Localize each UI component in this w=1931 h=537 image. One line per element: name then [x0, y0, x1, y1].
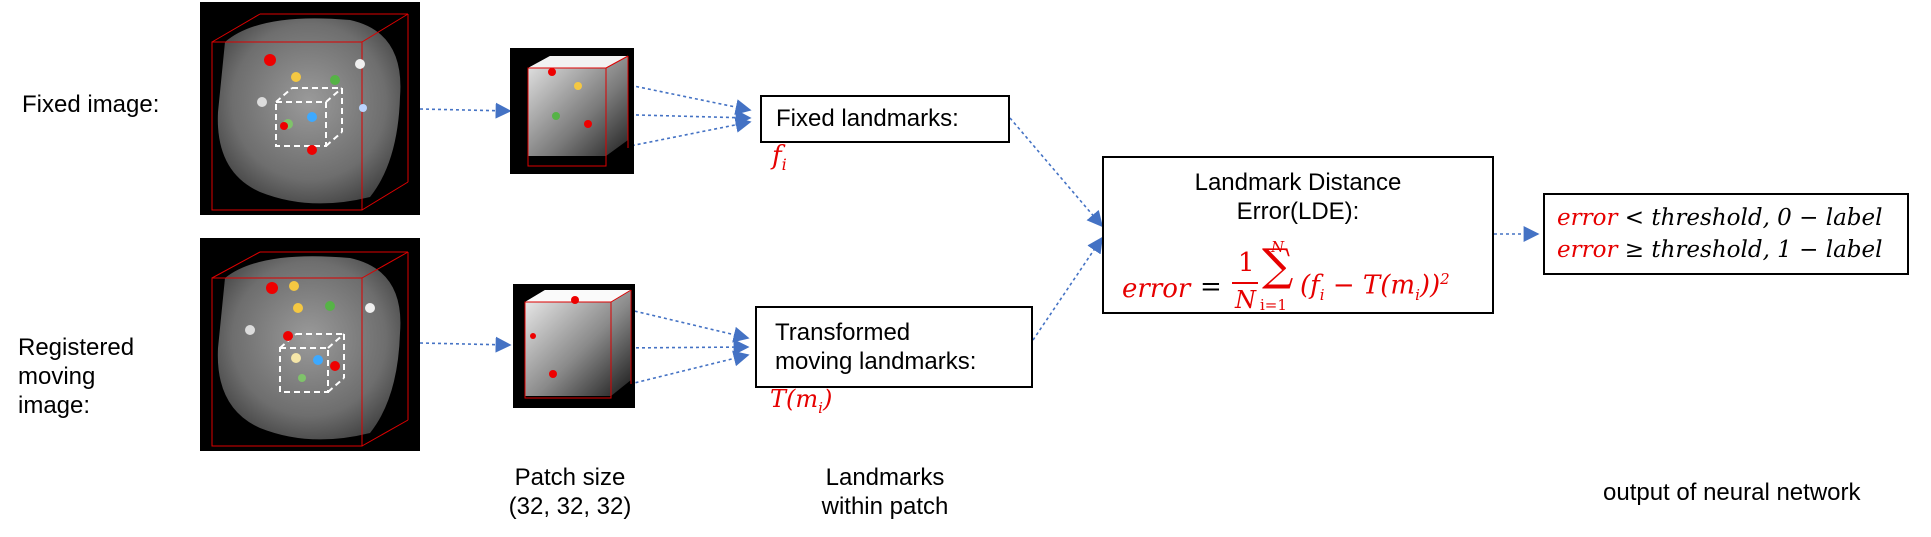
landmarks-line1: Landmarks: [825, 464, 945, 491]
sum-sign: ∑: [1262, 240, 1294, 291]
registered-line2: moving: [18, 363, 96, 390]
landmarks-within-label: Landmarks within patch: [790, 463, 980, 521]
moving-ct-volume-icon: [200, 238, 420, 451]
output-label: output of neural network: [1603, 479, 1861, 506]
fixed-landmarks-text: Fixed landmarks:: [776, 105, 959, 132]
arrow-moving-to-patch: [419, 336, 512, 353]
lde-title-line1: Landmark Distance: [1194, 169, 1402, 196]
sum-bottom: i=1: [1260, 296, 1287, 314]
transformed-landmarks-box: Transformed moving landmarks:: [755, 306, 1033, 388]
lde-title: Landmark Distance Error(LDE):: [1104, 168, 1492, 226]
fixed-image-label: Fixed image:: [22, 91, 160, 118]
formula-num: 1: [1238, 248, 1255, 278]
formula-body: (fi − T(mi))2: [1300, 270, 1450, 304]
lde-title-line2: Error(LDE):: [1236, 198, 1360, 225]
transformed-line2: moving landmarks:: [775, 348, 977, 375]
patch-size-line1: Patch size: [514, 464, 626, 491]
landmarks-line2: within patch: [821, 493, 949, 520]
fixed-landmark-symbol: fi: [772, 141, 787, 175]
transformed-line1: Transformed: [775, 319, 911, 346]
output-box: error < threshold, 0 − label error ≥ thr…: [1543, 193, 1909, 275]
arrow-patch2-b: [617, 339, 750, 356]
registered-line3: image:: [18, 392, 91, 419]
fixed-landmarks-box: Fixed landmarks:: [760, 95, 1010, 143]
output-line-0: error < threshold, 0 − label: [1557, 205, 1883, 231]
fixed-ct-volume-icon: [200, 2, 420, 215]
arrow-fixed-to-patch: [419, 102, 512, 119]
arrow-moving-to-lde: [1032, 236, 1103, 341]
arrow-fixed-to-lde: [1009, 117, 1104, 228]
patch-size-label: Patch size (32, 32, 32): [480, 463, 660, 521]
patch-size-line2: (32, 32, 32): [508, 493, 632, 520]
fixed-patch-icon: [510, 48, 634, 174]
formula-den: N: [1235, 286, 1256, 314]
arrow-patch2-c: [617, 350, 750, 388]
formula-lhs: error: [1122, 274, 1191, 304]
moving-patch-icon: [513, 284, 635, 408]
arrow-patch1-c: [619, 116, 752, 149]
lde-box: Landmark Distance Error(LDE): error = 1 …: [1102, 156, 1494, 314]
formula-eq: =: [1200, 272, 1222, 302]
registered-line1: Registered: [18, 334, 135, 361]
output-line-1: error ≥ threshold, 1 − label: [1557, 237, 1883, 263]
registered-moving-label: Registered moving image:: [18, 333, 134, 420]
sum-top: N: [1271, 238, 1285, 256]
transformed-landmark-symbol: T(mi): [770, 385, 833, 417]
fraction-bar: [1232, 282, 1258, 284]
